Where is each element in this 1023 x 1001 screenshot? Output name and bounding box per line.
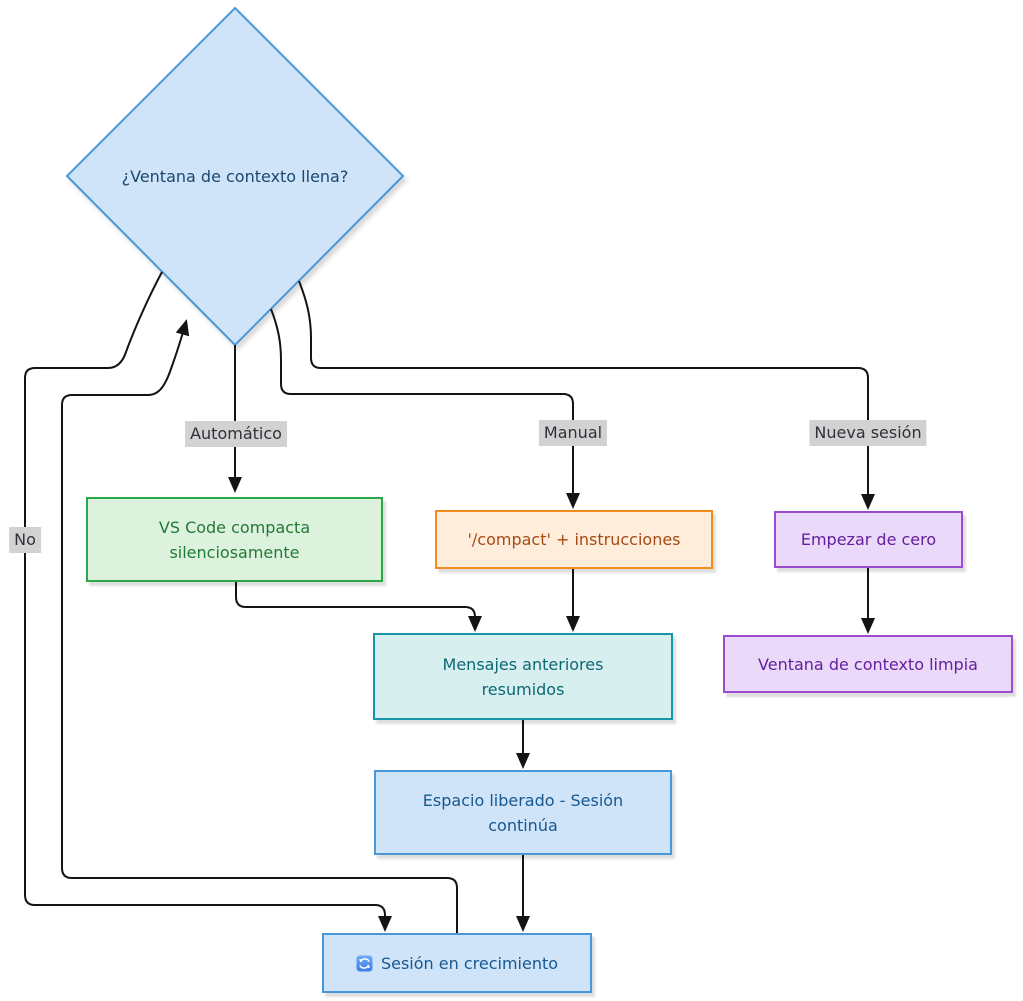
sync-icon (356, 955, 373, 971)
edge-label-no: No (9, 527, 41, 553)
edge-label-manual: Manual (538, 420, 608, 446)
edge-label-automatic: Automático (185, 421, 287, 447)
node-growing-session: Sesión en crecimiento (322, 933, 592, 993)
node-label: Sesión en crecimiento (380, 953, 559, 973)
edge-auto-to-summarized (235, 582, 482, 632)
node-compact-command: '/compact' + instrucciones (435, 510, 713, 569)
node-summarized-messages: Mensajes anteriores resumidos (373, 633, 673, 720)
node-space-freed: Espacio liberado - Sesión continúa (374, 770, 672, 855)
edge-decision-no-to-growing (24, 271, 392, 932)
node-clean-context-window: Ventana de contexto limpia (723, 635, 1013, 693)
edge-decision-to-newsession (298, 280, 875, 510)
node-label: '/compact' + instrucciones (467, 530, 681, 549)
edge-decision-to-manual (270, 308, 580, 509)
node-vscode-compacts: VS Code compacta silenciosamente (86, 497, 383, 582)
node-label: Mensajes anteriores resumidos (442, 654, 604, 699)
edge-growing-back-to-decision (61, 319, 458, 933)
decision-node-label: ¿Ventana de contexto llena? (121, 166, 349, 186)
node-label: Espacio liberado - Sesión continúa (422, 790, 624, 835)
node-label: Empezar de cero (800, 530, 937, 549)
node-label: VS Code compacta silenciosamente (158, 517, 311, 562)
node-start-fresh: Empezar de cero (774, 511, 963, 568)
edge-label-new-session: Nueva sesión (809, 420, 927, 446)
node-label: Ventana de contexto limpia (758, 654, 978, 674)
